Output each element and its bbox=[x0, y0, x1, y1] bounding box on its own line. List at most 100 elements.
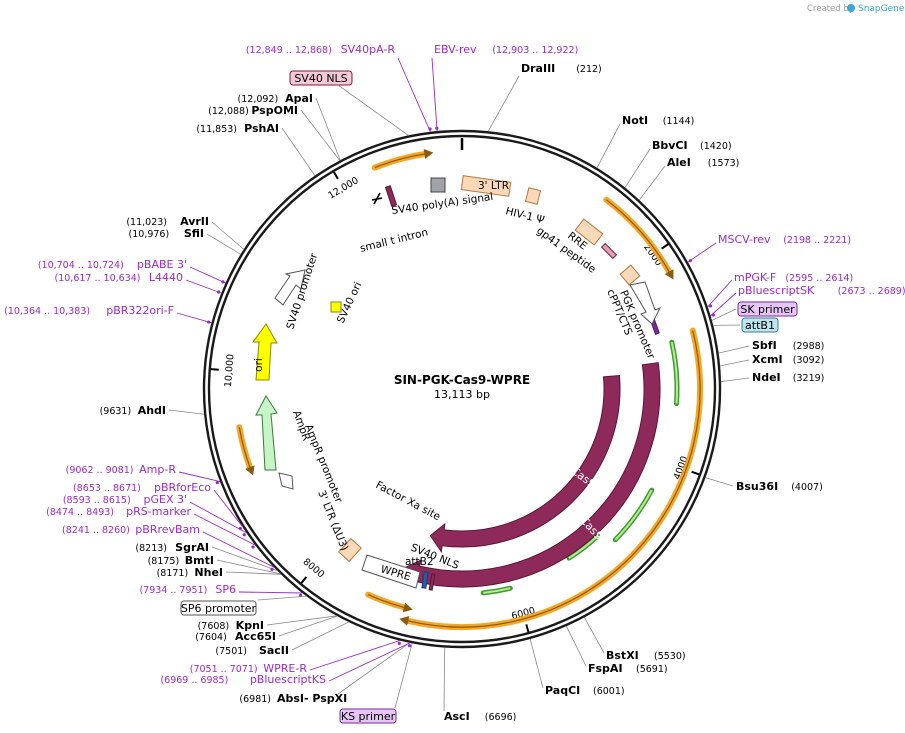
primer-mscv-rev-name: MSCV-rev bbox=[718, 233, 771, 246]
primer-pbluescriptks-name: pBluescriptKS bbox=[250, 673, 326, 686]
enzyme-sacii-coord: (7501) bbox=[215, 646, 247, 657]
primer-sp6-name: SP6 bbox=[215, 583, 236, 596]
enzyme-draiii-leader bbox=[487, 75, 520, 132]
enzyme-alei-coord: (1573) bbox=[708, 158, 740, 169]
primer-pbr322ori-f-leader bbox=[176, 312, 212, 324]
enzyme-avrii-leader bbox=[211, 221, 245, 250]
orf-band-right-head-icon bbox=[664, 269, 674, 280]
tick-mark bbox=[210, 368, 219, 371]
plasmid-size: 13,113 bp bbox=[434, 388, 490, 401]
enzyme-absi-leader bbox=[337, 642, 410, 695]
enzyme-fspai-coord: (5691) bbox=[636, 664, 668, 675]
enzyme-noti-name: NotI bbox=[622, 114, 648, 127]
primer-pbluescriptsk-leader bbox=[710, 292, 737, 317]
boxed-sk-primer-label: SK primer bbox=[740, 303, 795, 316]
enzyme-acc65i-leader bbox=[278, 615, 338, 637]
primer-mpgk-f-coord: (2595 .. 2614) bbox=[785, 273, 853, 284]
watermark-prefix: Created by bbox=[807, 4, 854, 14]
primer-pbr322ori-f-coord: (10,364 .. 10,383) bbox=[4, 306, 90, 317]
primer-l4440-leader bbox=[185, 279, 222, 294]
primer-sv40pa-r-leader bbox=[397, 57, 431, 133]
orf-band-ampr-head-icon bbox=[245, 465, 255, 476]
primer-pbabe-3--coord: (10,704 .. 10,724) bbox=[38, 260, 124, 271]
enzyme-draiii-coord: (212) bbox=[576, 64, 602, 75]
enzyme-sfii-leader bbox=[206, 233, 241, 255]
enzyme-pspomi-leader bbox=[300, 109, 341, 161]
tick-mark bbox=[525, 624, 530, 633]
primer-l4440-mark-icon bbox=[217, 290, 221, 294]
primer-prs-marker-mark-icon bbox=[251, 545, 255, 549]
enzyme-pspxi-name: - PspXI bbox=[304, 692, 347, 705]
primer-pbabe-3--name: pBABE 3' bbox=[137, 258, 187, 271]
enzyme-noti-coord: (1144) bbox=[663, 116, 695, 127]
boxed-attb1-label: attB1 bbox=[745, 319, 775, 332]
primer-mscv-rev-leader bbox=[687, 242, 717, 263]
enzyme-fspai-leader bbox=[565, 625, 587, 667]
enzyme-ahdi-name: AhdI bbox=[138, 404, 166, 417]
primer-ebv-rev-coord: (12,903 .. 12,922) bbox=[492, 45, 578, 56]
tick-mark bbox=[691, 470, 700, 476]
feature-hiv-psi bbox=[524, 187, 542, 205]
primer-prs-marker-name: pRS-marker bbox=[126, 505, 191, 518]
enzyme-xcmi-leader bbox=[719, 359, 750, 367]
primer-pbrrevbam-coord: (8241 .. 8260) bbox=[62, 525, 130, 536]
enzyme-pshai-name: PshAI bbox=[244, 122, 279, 135]
enzyme-sgrai-name: SgrAI bbox=[175, 541, 209, 554]
feature-sv40-nls-mark bbox=[384, 185, 398, 207]
feature-3ltr bbox=[460, 175, 512, 197]
feature-label: attB2 bbox=[405, 556, 434, 568]
primer-pbr322ori-f-name: pBR322ori-F bbox=[106, 304, 174, 317]
enzyme-pshai-leader bbox=[281, 127, 316, 177]
boxed-sk-primer-box bbox=[737, 301, 798, 317]
snapgene-logo-icon bbox=[847, 4, 855, 12]
enzyme-noti-leader bbox=[596, 123, 621, 169]
enzyme-xcmi-name: XcmI bbox=[752, 353, 783, 366]
tick-mark bbox=[333, 171, 339, 180]
primer-mpgk-f-name: mPGK-F bbox=[734, 271, 776, 284]
enzyme-fspai-name: FspAI bbox=[588, 662, 623, 675]
enzyme-nhei-coord: (8171) bbox=[157, 568, 189, 579]
primer-pbluescriptsk-mark-icon bbox=[711, 313, 715, 317]
primer-pgex-3--mark-icon bbox=[242, 533, 246, 537]
primer-sp6-coord: (7934 .. 7951) bbox=[139, 585, 207, 596]
enzyme-bsu36i-name: Bsu36I bbox=[736, 480, 778, 493]
boxed-sp6-promoter-label: SP6 promoter bbox=[181, 602, 257, 615]
primer-pbrrevbam-mark-icon bbox=[270, 567, 274, 571]
enzyme-nhei-leader bbox=[225, 571, 282, 575]
enzyme-absi-coord: (6981) bbox=[239, 694, 271, 705]
backbone-inner bbox=[207, 134, 717, 644]
primer-amp-r-leader bbox=[178, 471, 221, 483]
tick-label: 12,000 bbox=[326, 175, 360, 201]
enzyme-apai-leader bbox=[315, 97, 341, 161]
enzyme-paqci-name: PaqCI bbox=[545, 684, 580, 697]
enzyme-alei-leader bbox=[638, 165, 666, 201]
primer-sp6-mark-icon bbox=[298, 593, 303, 597]
boxed-sp6-promoter-box bbox=[180, 600, 257, 616]
tick-label: 10,000 bbox=[223, 354, 237, 388]
boxed-sk-primer-leader bbox=[711, 308, 737, 321]
enzyme-bstxi-leader bbox=[583, 617, 605, 654]
primer-pgex-3--coord: (8593 .. 8615) bbox=[63, 495, 131, 506]
feature-label: HIV-1 Ψ bbox=[504, 205, 545, 226]
primer-pbluescriptks-leader bbox=[328, 642, 411, 682]
feature-sv40-polya bbox=[430, 177, 446, 193]
enzyme-acc65i-name: Acc65I bbox=[235, 630, 276, 643]
primer-pbabe-3--mark-icon bbox=[221, 280, 225, 284]
orf-band-top-head-icon bbox=[423, 149, 434, 159]
enzyme-apai-coord: (12,092) bbox=[238, 94, 279, 105]
feature-pgk-block bbox=[619, 264, 641, 286]
primer-pbr322ori-f-mark-icon bbox=[207, 320, 211, 324]
primer-pbrforeco-leader bbox=[213, 489, 244, 528]
orf-band-cas9-core bbox=[406, 330, 701, 628]
boxed-sv40-nls-leader bbox=[337, 84, 409, 136]
primer-amp-r-mark-icon bbox=[215, 481, 219, 485]
enzyme-bmti-leader bbox=[216, 559, 281, 575]
feature-attb2 bbox=[421, 571, 429, 589]
boxed-ks-primer-label: KS primer bbox=[341, 710, 396, 723]
enzyme-bsu36i-leader bbox=[705, 477, 734, 487]
enzyme-sfii-coord: (10,976) bbox=[129, 229, 170, 240]
primer-wpre-r-mark-icon bbox=[397, 641, 401, 645]
primer-sv40pa-r-name: SV40pA-R bbox=[341, 43, 396, 56]
enzyme-apai-name: ApaI bbox=[285, 92, 313, 105]
boxed-sp6-promoter-leader bbox=[257, 595, 307, 601]
